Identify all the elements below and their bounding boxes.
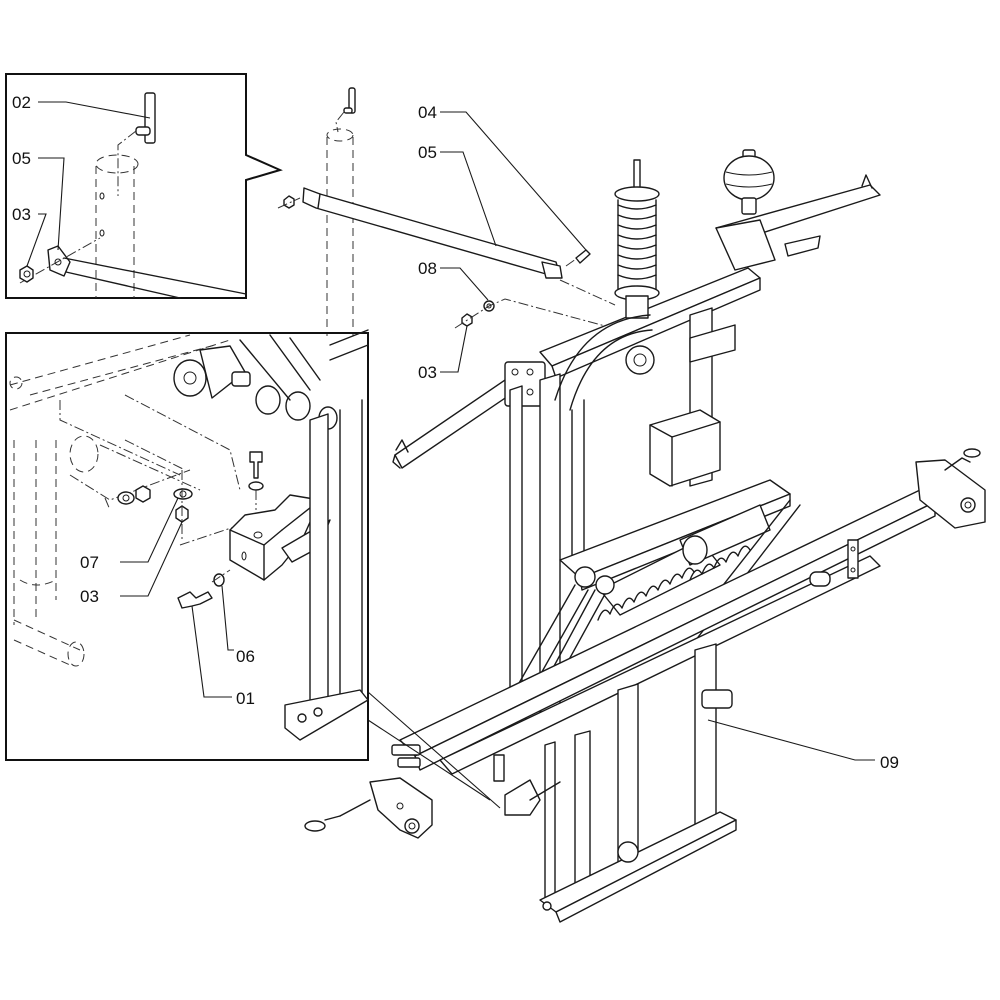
- shock-absorbers: [597, 504, 771, 621]
- bracing-bar-end: [19, 237, 247, 299]
- inset-frame-top: [5, 73, 283, 299]
- callout-03-inset-bottom: 03: [80, 587, 99, 606]
- callout-02: 02: [12, 93, 31, 112]
- callout-05-inset: 05: [12, 149, 31, 168]
- detail-inset-top: 02 05 03: [5, 73, 283, 299]
- callout-06: 06: [236, 647, 255, 666]
- inset-frame-bottom: [5, 332, 369, 761]
- accumulator: [723, 149, 775, 215]
- callout-03-inset-top: 03: [12, 205, 31, 224]
- pivot-pins-detail: [173, 329, 369, 430]
- bracing-bar-05: [277, 187, 563, 279]
- dashed-frame-ghost: [9, 334, 241, 667]
- tube-dashed: [95, 154, 139, 298]
- lynch-pin-part: [117, 92, 156, 196]
- callout-07: 07: [80, 553, 99, 572]
- nut-part: [19, 265, 34, 283]
- hitch-bracket-left: [304, 744, 433, 839]
- callout-03: 03: [418, 363, 437, 382]
- callout-01: 01: [236, 689, 255, 708]
- hitch-bracket-right: [915, 448, 986, 529]
- detail-inset-bottom: 07 03 06 01: [5, 329, 369, 761]
- bolt-04: [565, 249, 591, 267]
- coil-spring: [614, 159, 660, 319]
- callout-08: 08: [418, 259, 437, 278]
- callout-05: 05: [418, 143, 437, 162]
- callout-09: 09: [880, 753, 899, 772]
- callout-04: 04: [418, 103, 437, 122]
- upper-exploded-parts: 04 05 08 03: [277, 87, 621, 382]
- main-frame-assembly: 09: [304, 149, 986, 923]
